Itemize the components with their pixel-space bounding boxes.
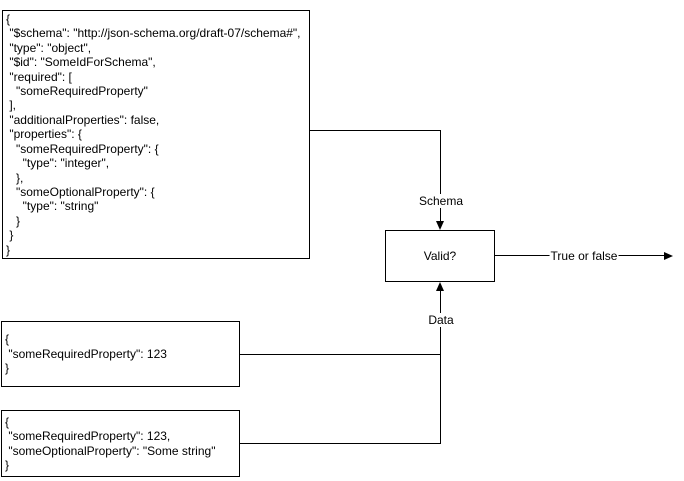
arrowhead-right-icon — [664, 252, 673, 260]
data-sample-2-edge-line — [240, 443, 441, 444]
data-sample-1-text: { "someRequiredProperty": 123 } — [5, 332, 167, 376]
validator-label: Valid? — [423, 249, 457, 263]
data-sample-1-box: { "someRequiredProperty": 123 } — [1, 321, 240, 387]
schema-edge-label: Schema — [417, 194, 465, 208]
data-sample-2-box: { "someRequiredProperty": 123, "someOpti… — [1, 410, 240, 477]
schema-code-box: { "$schema": "http://json-schema.org/dra… — [2, 10, 310, 259]
arrowhead-down-icon — [436, 221, 444, 230]
data-edge-label: Data — [427, 313, 455, 327]
data-sample-1-edge-line — [240, 354, 441, 355]
data-edge-vertical-line — [440, 290, 441, 444]
schema-code-text: { "$schema": "http://json-schema.org/dra… — [6, 12, 301, 257]
schema-edge-vertical-line — [440, 130, 441, 222]
arrowhead-up-icon — [436, 282, 444, 291]
schema-edge-horizontal-line — [310, 130, 441, 131]
result-edge-label: True or false — [549, 249, 619, 263]
data-sample-2-text: { "someRequiredProperty": 123, "someOpti… — [5, 414, 216, 472]
validator-decision-box: Valid? — [385, 230, 495, 282]
